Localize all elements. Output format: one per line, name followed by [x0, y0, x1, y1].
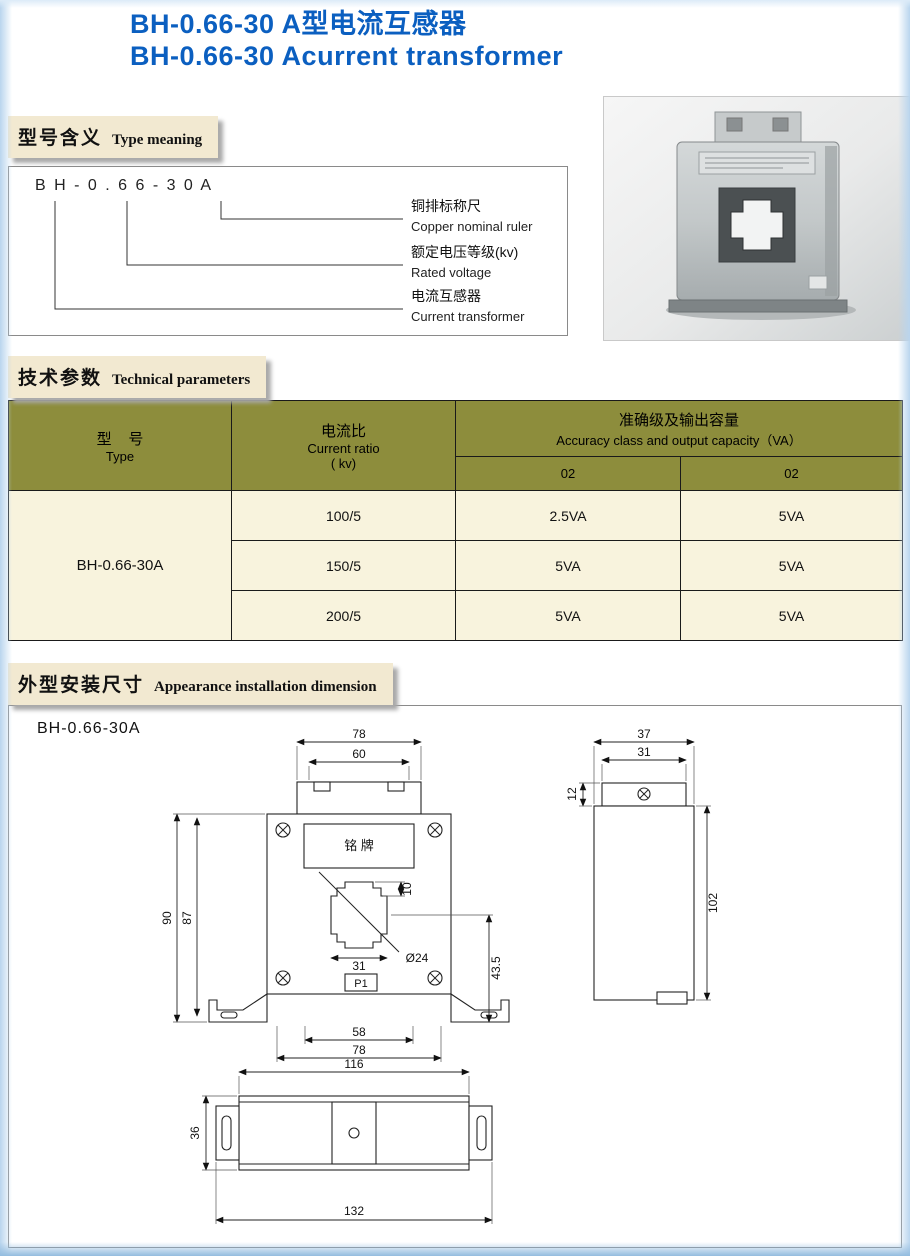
col-header-type-cn: 型 号 — [96, 430, 144, 448]
col-header-accuracy-cn: 准确级及输出容量 — [618, 411, 739, 429]
front-view-part: 铭 牌 P1 — [208, 781, 510, 1023]
page-title-cn: BH-0.66-30 A型电流互感器 — [130, 9, 467, 39]
cell-va: 5VA — [455, 590, 681, 641]
label-en: Copper nominal ruler — [411, 219, 533, 234]
cell-ratio: 150/5 — [231, 540, 456, 591]
section-heading-technical-parameters: 技术参数 Technical parameters — [8, 356, 267, 398]
page-title-en: BH-0.66-30 Acurrent transformer — [130, 41, 564, 72]
dim-side-top-inner: 31 — [637, 745, 651, 759]
page-title: BH-0.66-30 A型电流互感器 BH-0.66-30 Acurrent t… — [130, 8, 563, 73]
section-heading-en: Technical parameters — [112, 372, 251, 388]
col-header-type-en: Type — [105, 448, 135, 464]
dim-front-bottom-outer: 78 — [352, 1043, 366, 1057]
cell-ratio: 100/5 — [231, 490, 456, 541]
cell-ratio: 200/5 — [231, 590, 456, 641]
dim-front-hole-step: 10 — [400, 882, 414, 896]
col-header-accuracy: 准确级及输出容量 Accuracy class and output capac… — [455, 400, 903, 457]
front-view-dimensions: 78 60 90 87 31 10 Ø24 43.5 5 — [160, 727, 503, 1062]
dim-front-hole-width: 31 — [352, 959, 366, 973]
dim-side-tab-height: 12 — [565, 787, 579, 801]
dim-front-right-height: 43.5 — [489, 956, 503, 980]
cell-model: BH-0.66-30A — [8, 490, 232, 641]
label-cn: 额定电压等级(kv) — [411, 244, 519, 260]
sub-header-class-2: 02 — [680, 456, 903, 491]
col-header-type: 型 号 Type — [8, 400, 232, 491]
dim-front-bottom-inner: 58 — [352, 1025, 366, 1039]
col-header-ratio-unit: ( kv) — [330, 456, 357, 471]
front-view-drawing: 铭 牌 P1 78 60 90 87 — [160, 727, 510, 1062]
model-code-text: B H - 0 . 6 6 - 3 0 A — [35, 177, 214, 194]
p1-label: P1 — [354, 978, 367, 990]
dim-bottom-bottom-width: 132 — [344, 1204, 364, 1218]
label-en: Rated voltage — [411, 265, 492, 280]
label-en: Current transformer — [411, 309, 525, 324]
table-row: 150/5 5VA 5VA — [9, 540, 903, 591]
dim-front-left-outer: 90 — [160, 911, 174, 925]
dim-bottom-top-width: 116 — [344, 1057, 363, 1071]
dim-bottom-left-height: 36 — [188, 1126, 202, 1140]
dimension-drawing-panel: BH-0.66-30A 铭 — [8, 705, 902, 1248]
bottom-view-drawing: 116 36 132 — [188, 1057, 493, 1224]
section-heading-en: Type meaning — [112, 132, 203, 148]
section-heading-type-meaning: 型号含义 Type meaning — [8, 116, 219, 158]
table-row: 200/5 5VA 5VA — [9, 590, 903, 641]
section-heading-cn: 型号含义 — [18, 128, 103, 149]
section-heading-en: Appearance installation dimension — [154, 679, 377, 695]
dim-front-hole-dia: Ø24 — [406, 951, 429, 965]
type-meaning-label-voltage: 额定电压等级(kv) Rated voltage — [411, 243, 518, 281]
sub-header-class-1: 02 — [455, 456, 681, 491]
product-photo — [603, 96, 910, 341]
side-view-dimensions: 37 31 12 102 — [565, 727, 720, 1001]
bottom-view-dimensions: 116 36 132 — [188, 1057, 493, 1224]
dim-front-top-outer: 78 — [352, 727, 366, 741]
cell-va: 5VA — [680, 590, 903, 641]
label-cn: 铜排标称尺 — [411, 198, 481, 214]
col-header-ratio-cn: 电流比 — [320, 423, 366, 440]
drawing-model-label: BH-0.66-30A — [37, 720, 141, 737]
col-header-ratio-en: Current ratio — [307, 441, 380, 456]
label-cn: 电流互感器 — [411, 288, 481, 304]
dim-front-top-inner: 60 — [352, 747, 366, 761]
col-header-current-ratio: 电流比 Current ratio ( kv) — [231, 400, 456, 491]
dim-side-height: 102 — [706, 893, 720, 913]
side-view-part — [593, 782, 695, 1005]
table-row: BH-0.66-30A 100/5 2.5VA 5VA — [8, 490, 903, 641]
bottom-view-part — [215, 1095, 493, 1171]
cell-va: 5VA — [680, 490, 903, 541]
technical-parameters-table: 型 号 Type 电流比 Current ratio ( kv) 准确级及输出容… — [8, 400, 903, 641]
side-view-drawing: 37 31 12 102 — [565, 727, 720, 1005]
cell-va: 2.5VA — [455, 490, 681, 541]
cell-va: 5VA — [455, 540, 681, 591]
col-header-accuracy-en: Accuracy class and output capacity（VA） — [556, 432, 802, 448]
frame-top-edge — [0, 0, 910, 8]
type-meaning-label-copper: 铜排标称尺 Copper nominal ruler — [411, 197, 532, 235]
section-heading-cn: 技术参数 — [18, 368, 103, 389]
dim-side-top-outer: 37 — [637, 727, 651, 741]
cell-va: 5VA — [680, 540, 903, 591]
section-heading-cn: 外型安装尺寸 — [18, 675, 145, 696]
dim-front-left-inner: 87 — [180, 911, 194, 925]
section-heading-dimensions: 外型安装尺寸 Appearance installation dimension — [8, 663, 393, 705]
type-meaning-panel: B H - 0 . 6 6 - 3 0 A 铜排标称尺 Copper nomin… — [8, 166, 568, 336]
type-meaning-label-transformer: 电流互感器 Current transformer — [411, 287, 524, 325]
nameplate-label: 铭 牌 — [344, 838, 374, 853]
type-meaning-connectors — [54, 201, 403, 310]
